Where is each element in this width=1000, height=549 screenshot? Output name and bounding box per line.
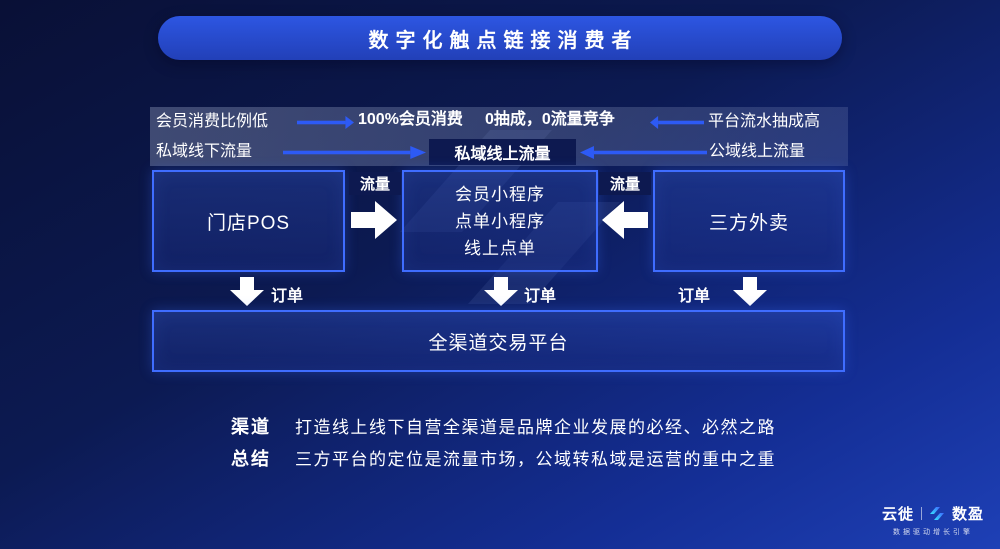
platform-box: 全渠道交易平台 [152,310,845,372]
flow-arrow-left-icon [650,116,704,129]
row2-right-label: 公域线上流量 [709,143,806,160]
platform-box-label: 全渠道交易平台 [428,332,569,354]
block-arrow-down-icon [733,277,767,306]
row1-left-label: 会员消费比例低 [156,113,269,130]
summary-label-channel: 渠道 [231,417,271,437]
pos-box-label: 门店POS [206,212,291,234]
row1-center-text-a: 100%会员消费 [358,111,463,128]
row1-center-group: 100%会员消费 0抽成，0流量竞争 [358,110,615,130]
traffic-badge-label: 流量 [359,176,390,193]
flow-arrow-right-icon [297,116,354,129]
block-arrow-down-icon [484,277,518,306]
summary-row-2: 总结 三方平台的定位是流量市场，公域转私域是运营的重中之重 [231,445,776,471]
delivery-box: 三方外卖 [653,170,845,272]
brand-yunxi-label: 云徙 [881,506,914,523]
row2-center-label: 私域线上流量 [454,146,551,163]
summary-row-1: 渠道 打造线上线下自营全渠道是品牌企业发展的必经、必然之路 [231,413,776,439]
summary-label-conclusion: 总结 [231,449,271,469]
miniprogram-line-1: 会员小程序 [455,184,545,204]
row2-center-chip: 私域线上流量 [429,139,576,165]
brand-tagline: 数据驱动增长引擎 [892,529,973,536]
pos-box: 门店POS [152,170,345,272]
delivery-box-label: 三方外卖 [708,212,789,234]
miniprogram-box-lines: 会员小程序 点单小程序 线上点单 [455,181,545,262]
miniprogram-line-2: 点单小程序 [455,211,545,231]
traffic-badge-right: 流量 [599,172,651,195]
order-label-center: 订单 [524,288,557,305]
traffic-badge-label: 流量 [609,176,640,193]
miniprogram-box: 会员小程序 点单小程序 线上点单 [402,170,598,272]
block-arrow-down-icon [230,277,264,306]
brand-divider [920,507,922,520]
flow-arrow-right-icon [283,146,426,159]
flow-arrow-left-icon [580,146,707,159]
block-arrow-right-icon [351,201,397,239]
title-banner: 数字化触点链接消费者 [158,16,842,60]
block-arrow-left-icon [602,201,648,239]
traffic-badge-left: 流量 [349,172,401,195]
order-label-left: 订单 [271,288,304,305]
footer-brand: 云徙 数盈 数据驱动增长引擎 [882,503,984,537]
order-label-right: 订单 [678,288,711,305]
row1-center-text-b: 0抽成，0流量竞争 [484,111,615,128]
shuying-logo-icon [929,507,944,520]
brand-shuying-label: 数盈 [951,506,984,523]
miniprogram-line-3: 线上点单 [464,238,536,258]
page-title: 数字化触点链接消费者 [368,29,639,52]
summary-text-channel: 打造线上线下自营全渠道是品牌企业发展的必经、必然之路 [295,418,776,437]
row1-right-label: 平台流水抽成高 [708,113,821,130]
row2-left-label: 私域线下流量 [156,143,253,160]
footer-brand-row: 云徙 数盈 [882,503,984,524]
summary-text-conclusion: 三方平台的定位是流量市场，公域转私域是运营的重中之重 [295,450,776,469]
